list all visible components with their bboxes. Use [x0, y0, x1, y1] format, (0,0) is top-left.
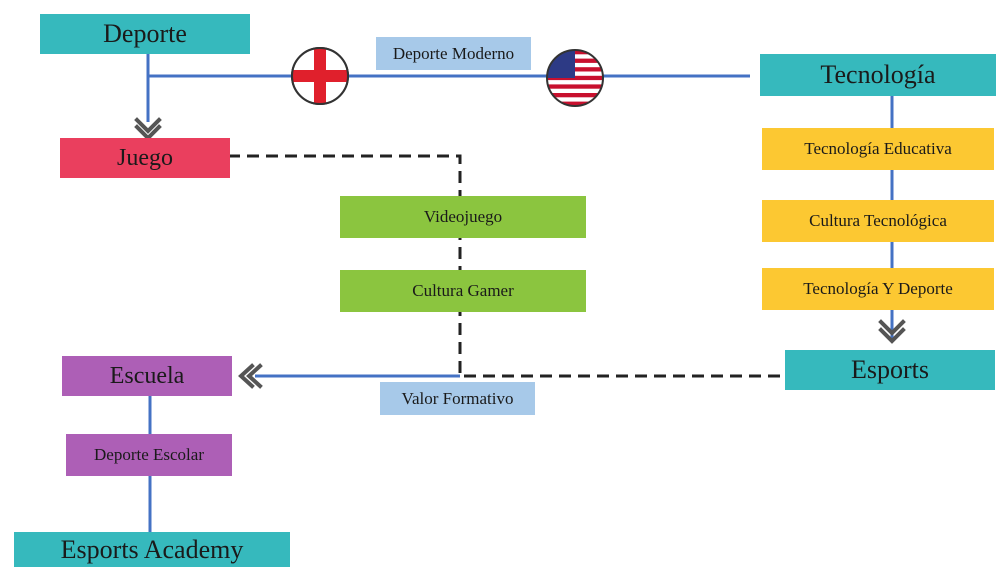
chevron-left-icon: [238, 363, 255, 389]
node-escuela: Escuela: [62, 356, 232, 396]
node-tecnologia-educativa: Tecnología Educativa: [762, 128, 994, 170]
chevron-down-icon: [134, 117, 162, 134]
node-deporte: Deporte: [40, 14, 250, 54]
chevron-down-icon: [878, 319, 906, 336]
node-tecnologia: Tecnología: [760, 54, 996, 96]
deporte-moderno-label: Deporte Moderno: [376, 37, 531, 70]
node-tecnologia-y-deporte: Tecnología Y Deporte: [762, 268, 994, 310]
chevron-left-icon: [246, 363, 263, 389]
chevron-down-icon: [878, 327, 906, 344]
dashed-connectors: [228, 154, 790, 378]
usa-flag-icon: [546, 49, 604, 107]
node-videojuego: Videojuego: [340, 196, 586, 238]
england-flag-icon: [291, 47, 349, 105]
dashed-connector-juego-esports: [228, 154, 790, 378]
node-cultura-tecnologica: Cultura Tecnológica: [762, 200, 994, 242]
node-juego: Juego: [60, 138, 230, 178]
node-esports-academy: Esports Academy: [14, 532, 290, 567]
node-deporte-escolar: Deporte Escolar: [66, 434, 232, 476]
node-cultura-gamer: Cultura Gamer: [340, 270, 586, 312]
valor-formativo-label: Valor Formativo: [380, 382, 535, 415]
node-esports: Esports: [785, 350, 995, 390]
